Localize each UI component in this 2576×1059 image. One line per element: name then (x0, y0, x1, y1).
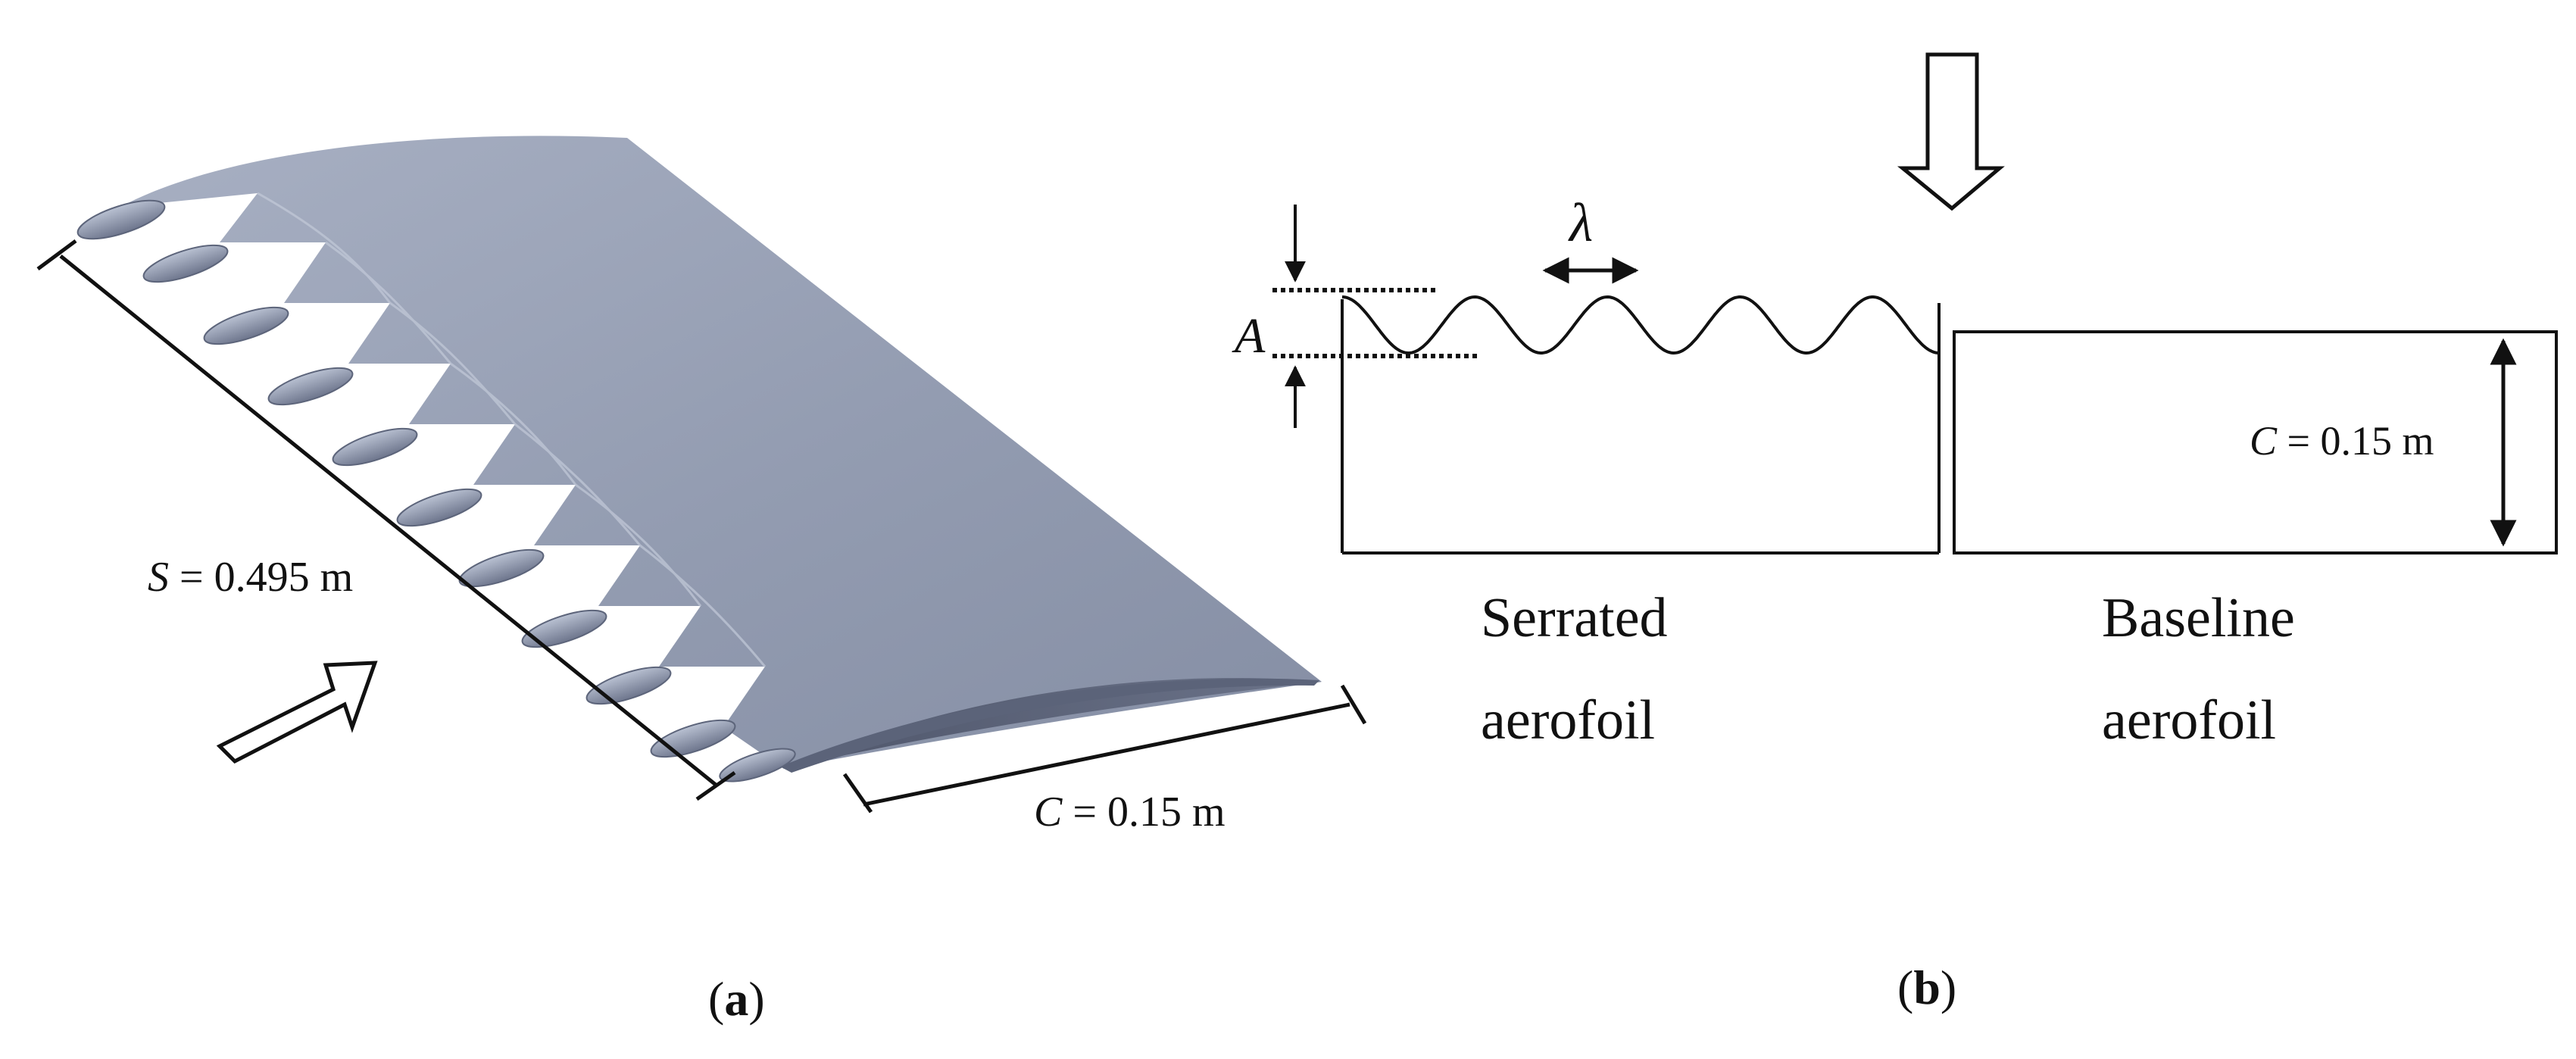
serration-wave (1341, 295, 1940, 355)
panel-b: A λ C = 0.15 m Serrated aerofoil Baselin… (1232, 52, 2558, 1014)
serration-tooth (142, 244, 229, 283)
chord-variable-a: C (1034, 789, 1063, 836)
span-label: S = 0.495 m (148, 554, 353, 601)
serration-tooth (458, 548, 545, 588)
span-value: = 0.495 m (169, 554, 353, 601)
panel-a: S = 0.495 m C = 0.15 m (a) (36, 136, 1367, 1026)
chord-value-a: = 0.15 m (1062, 789, 1225, 836)
chord-value-b: = 0.15 m (2277, 418, 2434, 464)
flow-arrow-a (216, 661, 378, 764)
panel-b-paren-open: ( (1897, 961, 1913, 1014)
serration-tooth (396, 488, 482, 527)
wavelength-annotation: λ (1542, 192, 1639, 284)
surface-highlights (257, 192, 767, 667)
serrated-caption-line2: aerofoil (1481, 689, 1655, 751)
amplitude-annotation: A (1232, 205, 1481, 428)
serration-tooth (76, 199, 166, 240)
chord-variable-b: C (2250, 418, 2278, 464)
serration-tooth (719, 748, 796, 783)
chord-tick-start (842, 773, 873, 814)
baseline-caption-line2: aerofoil (2102, 689, 2276, 751)
flow-arrow-b (1897, 52, 2005, 211)
baseline-aerofoil-outline (1953, 330, 2558, 554)
span-variable: S (148, 554, 169, 601)
wing-tip-face (780, 678, 1319, 773)
chord-label-a: C = 0.15 m (1034, 789, 1226, 836)
serration-tooth (585, 666, 672, 705)
panel-b-label: (b) (1897, 961, 1956, 1014)
serration-tooth (203, 306, 289, 345)
wing-3d (76, 136, 1322, 783)
panel-a-paren-open: ( (708, 972, 724, 1026)
panel-a-label: (a) (708, 972, 765, 1026)
span-tick-start (36, 239, 77, 271)
panel-b-paren-close: ) (1941, 961, 1956, 1014)
serration-tooth (521, 609, 607, 648)
span-tick-end (695, 770, 736, 801)
panel-a-letter: a (724, 972, 748, 1026)
wing-surface (89, 136, 1322, 770)
chord-tick-end (1340, 684, 1367, 725)
wavelength-label: λ (1568, 192, 1593, 253)
serration-tooth (332, 427, 418, 467)
panel-a-paren-close: ) (748, 972, 764, 1026)
baseline-caption-line1: Baseline (2102, 587, 2295, 649)
chord-line (863, 702, 1350, 807)
serrated-caption-line1: Serrated (1481, 587, 1668, 649)
chord-label-b: C = 0.15 m (2250, 418, 2434, 464)
span-line (59, 255, 717, 786)
panel-b-letter: b (1913, 961, 1941, 1014)
amplitude-label: A (1232, 308, 1266, 364)
serration-tooth (267, 367, 354, 406)
serrated-aerofoil-outline (1341, 295, 1941, 554)
span-dimension (36, 239, 736, 801)
chord-dimension (842, 684, 1367, 814)
